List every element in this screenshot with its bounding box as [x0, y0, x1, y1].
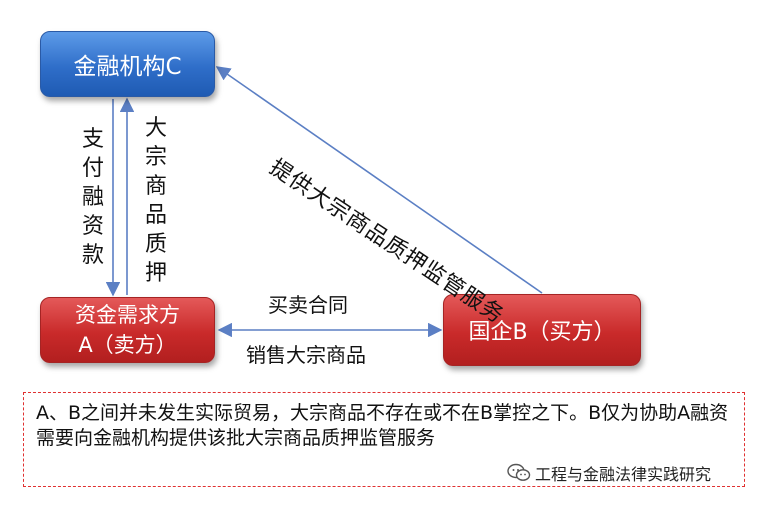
- node-state-enterprise-b: 国企B（买方）: [443, 294, 641, 366]
- watermark: 工程与金融法律实践研究: [507, 461, 711, 485]
- node-c-label: 金融机构C: [73, 54, 182, 80]
- watermark-text: 工程与金融法律实践研究: [535, 465, 712, 484]
- node-a-line1: 资金需求方: [75, 303, 180, 327]
- arrow-b-to-c: [215, 66, 543, 294]
- note-box: A、B之间并未发生实际贸易，大宗商品不存在或不在B掌控之下。B仅为协助A融资需要…: [23, 392, 745, 487]
- edge-label-pay-financing: 支付融资款: [81, 127, 104, 268]
- wechat-icon: [507, 463, 531, 481]
- node-financial-institution-c: 金融机构C: [40, 31, 215, 97]
- edge-label-commodity-pledge: 大宗商品质押: [144, 116, 167, 286]
- note-text: A、B之间并未发生实际贸易，大宗商品不存在或不在B掌控之下。B仅为协助A融资需要…: [36, 402, 729, 449]
- node-fund-seeker-a: 资金需求方 A（卖方）: [40, 297, 215, 363]
- edge-label-sales-contract: 买卖合同: [268, 293, 348, 317]
- node-b-label: 国企B（买方）: [468, 320, 616, 345]
- edge-label-sell-commodities: 销售大宗商品: [246, 343, 366, 367]
- node-a-line2: A（卖方）: [78, 333, 177, 357]
